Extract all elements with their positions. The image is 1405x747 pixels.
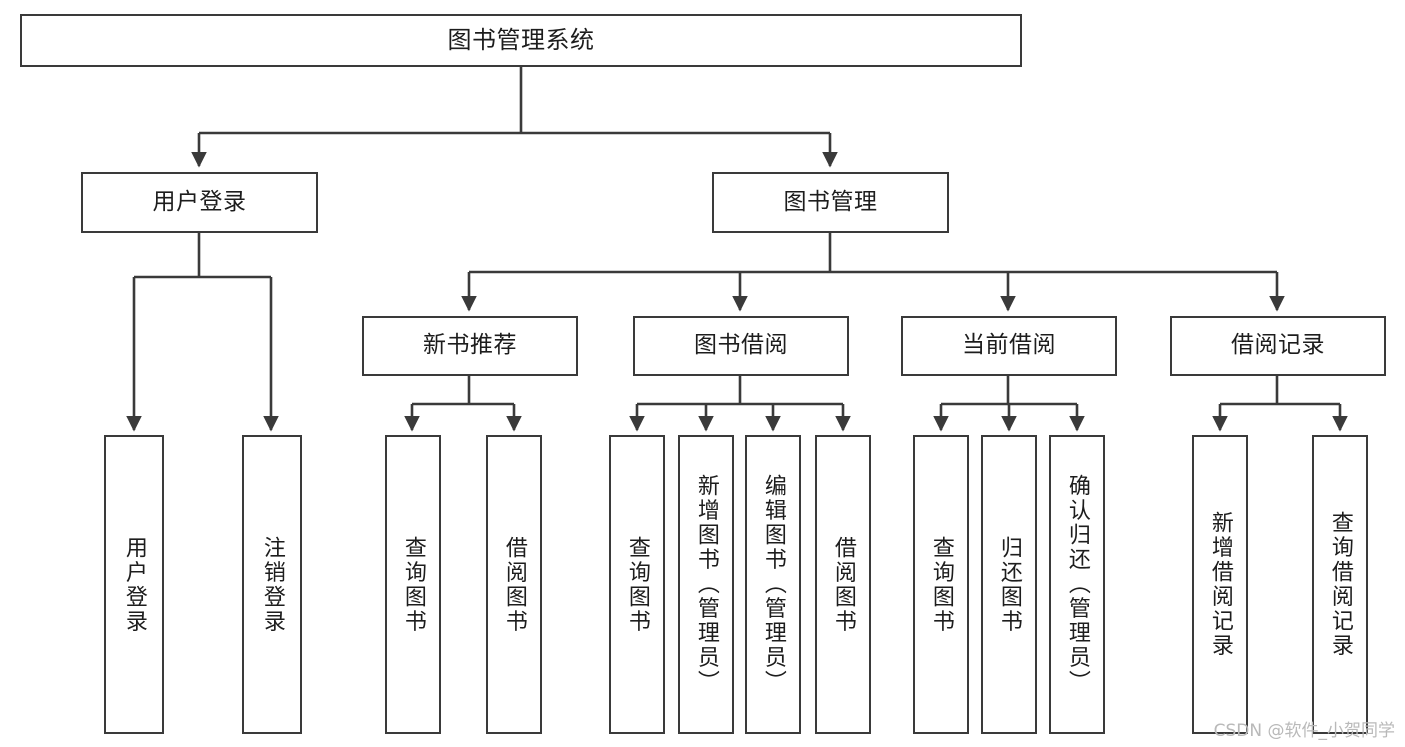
leaf-query-book-3-label: 查询图书 [928,535,954,634]
node-user-login[interactable]: 用户登录 [81,172,318,233]
leaf-confirm-return[interactable]: 确认归还（管理员） [1049,435,1105,734]
node-book-borrow-label: 图书借阅 [694,332,788,359]
leaf-return-book-label: 归还图书 [996,535,1022,634]
node-current-borrow[interactable]: 当前借阅 [901,316,1117,376]
node-root[interactable]: 图书管理系统 [20,14,1022,67]
leaf-add-record-label: 新增借阅记录 [1207,511,1233,658]
leaf-logout[interactable]: 注销登录 [242,435,302,734]
node-borrow-record[interactable]: 借阅记录 [1170,316,1386,376]
leaf-query-record-label: 查询借阅记录 [1327,511,1353,658]
leaf-query-book-2[interactable]: 查询图书 [609,435,665,734]
leaf-add-record[interactable]: 新增借阅记录 [1192,435,1248,734]
leaf-edit-book-label: 编辑图书（管理员） [760,474,786,695]
node-current-borrow-label: 当前借阅 [962,332,1056,359]
leaf-return-book[interactable]: 归还图书 [981,435,1037,734]
leaf-query-book-1-label: 查询图书 [400,535,426,634]
node-new-book-rec-label: 新书推荐 [423,332,517,359]
leaf-borrow-book-2[interactable]: 借阅图书 [815,435,871,734]
leaf-user-login-label: 用户登录 [121,535,147,634]
leaf-query-book-2-label: 查询图书 [624,535,650,634]
leaf-user-login[interactable]: 用户登录 [104,435,164,734]
node-book-manage[interactable]: 图书管理 [712,172,949,233]
watermark: CSDN @软件_小贺同学 [1213,721,1395,741]
node-user-login-label: 用户登录 [152,188,247,215]
leaf-query-book-3[interactable]: 查询图书 [913,435,969,734]
leaf-confirm-return-label: 确认归还（管理员） [1064,474,1090,695]
leaf-add-book-label: 新增图书（管理员） [693,474,719,695]
leaf-borrow-book-2-label: 借阅图书 [830,535,856,634]
leaf-borrow-book-1-label: 借阅图书 [501,535,527,634]
leaf-query-record[interactable]: 查询借阅记录 [1312,435,1368,734]
node-new-book-rec[interactable]: 新书推荐 [362,316,578,376]
node-root-label: 图书管理系统 [447,26,595,55]
leaf-edit-book[interactable]: 编辑图书（管理员） [745,435,801,734]
leaf-query-book-1[interactable]: 查询图书 [385,435,441,734]
node-borrow-record-label: 借阅记录 [1231,332,1325,359]
leaf-borrow-book-1[interactable]: 借阅图书 [486,435,542,734]
leaf-add-book[interactable]: 新增图书（管理员） [678,435,734,734]
node-book-borrow[interactable]: 图书借阅 [633,316,849,376]
node-book-manage-label: 图书管理 [783,188,878,215]
leaf-logout-label: 注销登录 [259,535,285,634]
